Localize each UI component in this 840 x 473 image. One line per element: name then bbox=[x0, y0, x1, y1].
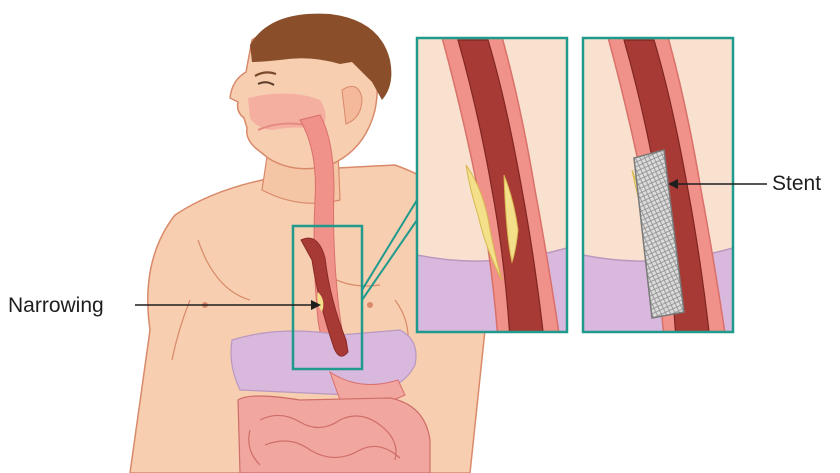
stent-label: Stent bbox=[772, 172, 821, 196]
intestines bbox=[238, 396, 430, 473]
narrowing-label: Narrowing bbox=[8, 294, 104, 318]
inset-narrowing bbox=[417, 30, 567, 340]
inset-stent bbox=[583, 30, 733, 340]
